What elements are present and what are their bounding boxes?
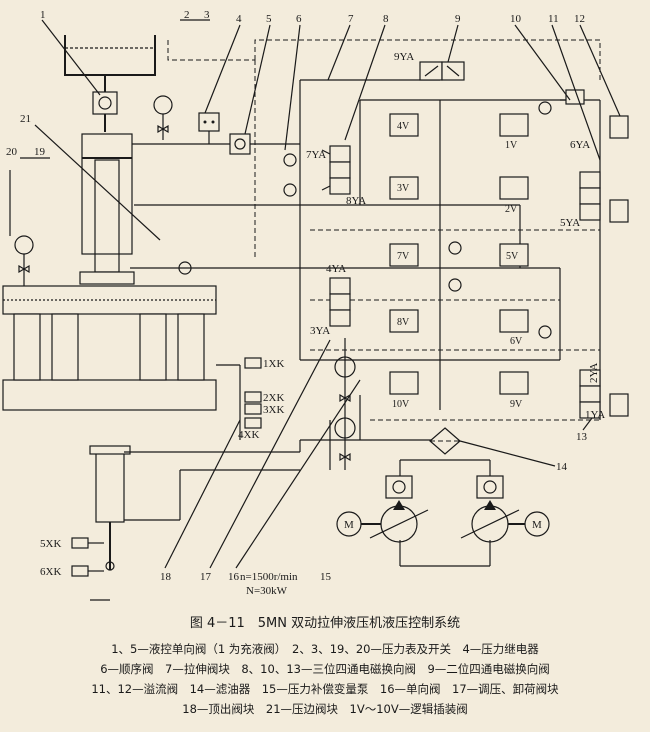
prefill-check-valve bbox=[92, 91, 118, 132]
directional-valve-13b bbox=[579, 369, 601, 419]
directional-valve-10 bbox=[329, 277, 351, 327]
switch-5xk: 5XK bbox=[40, 538, 61, 550]
leader-lines bbox=[20, 19, 621, 569]
label-15: 15 bbox=[320, 571, 332, 583]
label-18: 18 bbox=[160, 571, 172, 583]
pipes bbox=[90, 79, 601, 601]
cartridge-valves bbox=[389, 113, 529, 395]
switch-6xk: 6XK bbox=[40, 566, 61, 578]
label-20: 20 bbox=[6, 146, 18, 158]
label-12: 12 bbox=[574, 13, 585, 25]
directional-valve-13a bbox=[579, 171, 601, 221]
label-14: 14 bbox=[556, 461, 568, 473]
oil-filter bbox=[429, 427, 461, 455]
label-1: 1 bbox=[40, 9, 46, 21]
valve-label-10v: 10V bbox=[392, 399, 410, 410]
relief-valves bbox=[560, 89, 629, 417]
label-11: 11 bbox=[548, 13, 559, 25]
valve-label-3v: 3V bbox=[397, 183, 410, 194]
valve-9 bbox=[419, 61, 465, 81]
valve-label-5v: 5V bbox=[506, 251, 519, 262]
ejector-cylinder bbox=[89, 445, 131, 571]
pressure-relay bbox=[198, 112, 220, 144]
solenoid-6ya: 6YA bbox=[570, 139, 590, 151]
oil-tank bbox=[64, 35, 156, 92]
label-17: 17 bbox=[200, 571, 212, 583]
check-valve-5 bbox=[229, 133, 251, 155]
caption-line-1: 1、5—液控单向阀（1 为充液阀） 2、3、19、20—压力表及开关 4—压力继… bbox=[111, 642, 539, 656]
valve-label-4v: 4V bbox=[397, 121, 410, 132]
switch-1xk: 1XK bbox=[263, 358, 284, 370]
label-2: 2 bbox=[184, 9, 190, 21]
main-cylinder bbox=[79, 133, 135, 285]
motor-right bbox=[508, 511, 550, 537]
pressure-gauge-2 bbox=[153, 95, 173, 140]
valve-label-8v: 8V bbox=[397, 317, 410, 328]
pump-power: N=30kW bbox=[246, 585, 288, 597]
solenoid-9ya: 9YA bbox=[394, 51, 414, 63]
switch-4xk: 4XK bbox=[238, 429, 259, 441]
check-valves bbox=[178, 101, 552, 339]
switch-2xk: 2XK bbox=[263, 392, 284, 404]
solenoid-4ya: 4YA bbox=[326, 263, 346, 275]
valve-label-1v: 1V bbox=[505, 140, 518, 151]
label-8: 8 bbox=[383, 13, 389, 25]
directional-valve-8 bbox=[321, 145, 351, 195]
label-5: 5 bbox=[266, 13, 272, 25]
solenoid-2ya: 2YA bbox=[588, 363, 600, 383]
pump-right bbox=[460, 475, 520, 543]
solenoid-3ya: 3YA bbox=[310, 325, 330, 337]
hydraulic-schematic: 1 2 3 4 5 6 7 8 9 10 11 12 13 14 15 16 1… bbox=[2, 9, 629, 601]
pressure-gauge-20 bbox=[9, 170, 34, 286]
label-21: 21 bbox=[20, 113, 31, 125]
label-6: 6 bbox=[296, 13, 302, 25]
label-19: 19 bbox=[34, 146, 46, 158]
label-9: 9 bbox=[455, 13, 461, 25]
solenoid-5ya: 5YA bbox=[560, 217, 580, 229]
motor-left bbox=[336, 511, 381, 537]
caption-line-2: 6—顺序阀 7—拉伸阀块 8、10、13—三位四通电磁换向阀 9—二位四通电磁换… bbox=[100, 662, 550, 676]
label-3: 3 bbox=[204, 9, 210, 21]
valve-label-6v: 6V bbox=[510, 336, 523, 347]
label-16: 16 bbox=[228, 571, 240, 583]
caption-line-3: 11、12—溢流阀 14—滤油器 15—压力补偿变量泵 16—单向阀 17—调压… bbox=[91, 682, 559, 696]
solenoid-7ya: 7YA bbox=[306, 149, 326, 161]
label-7: 7 bbox=[348, 13, 354, 25]
motor-label-left: M bbox=[344, 519, 354, 531]
solenoid-8ya: 8YA bbox=[346, 195, 366, 207]
solenoid-1ya: 1YA bbox=[585, 409, 605, 421]
label-4: 4 bbox=[236, 13, 242, 25]
pump-left bbox=[369, 475, 429, 543]
valve-label-2v: 2V bbox=[505, 204, 518, 215]
label-13: 13 bbox=[576, 431, 588, 443]
limit-switches bbox=[71, 357, 262, 577]
caption-line-4: 18—顶出阀块 21—压边阀块 1V～10V—逻辑插装阀 bbox=[182, 702, 468, 716]
pump-speed: n=1500r/min bbox=[240, 571, 298, 583]
label-10: 10 bbox=[510, 13, 522, 25]
valve-label-9v: 9V bbox=[510, 399, 523, 410]
motor-label-right: M bbox=[532, 519, 542, 531]
press-frame bbox=[2, 285, 217, 411]
switch-3xk: 3XK bbox=[263, 404, 284, 416]
pilot-lines bbox=[167, 39, 601, 421]
figure-caption: 图 4－11 5MN 双动拉伸液压机液压控制系统 1、5—液控单向阀（1 为充液… bbox=[0, 612, 650, 719]
caption-title: 图 4－11 5MN 双动拉伸液压机液压控制系统 bbox=[189, 616, 461, 631]
valve-label-7v: 7V bbox=[397, 251, 410, 262]
